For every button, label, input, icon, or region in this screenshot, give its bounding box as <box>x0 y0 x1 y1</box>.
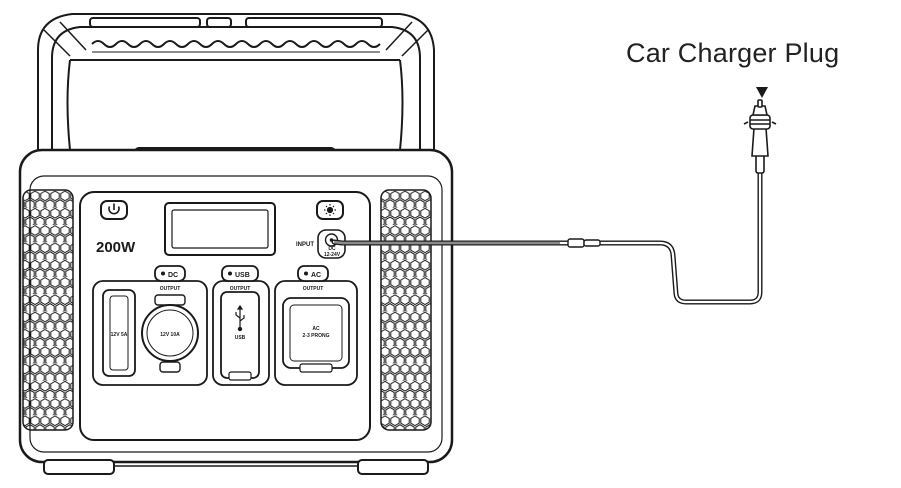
light-button-icon <box>324 204 336 216</box>
cigarette-socket-port[interactable]: 12V 10A <box>141 294 199 373</box>
power-rating-label: 200W <box>96 239 136 256</box>
carry-handle <box>37 13 435 171</box>
usb-symbol-icon <box>235 304 245 332</box>
dc-5a-port[interactable]: 12V 5A <box>102 289 136 377</box>
car-charger-plug-label: Car Charger Plug <box>626 38 840 68</box>
ac-outlet-label-1: AC <box>312 326 320 332</box>
dc-5a-port-label: 12V 5A <box>111 332 128 338</box>
car-charger-plug <box>743 99 777 174</box>
input-label: INPUT <box>296 242 314 248</box>
light-button[interactable] <box>316 200 344 220</box>
dc-output-caption: OUTPUT <box>160 286 181 292</box>
power-button-icon <box>108 203 120 215</box>
lcd-display <box>164 202 276 256</box>
right-vent-grille <box>380 189 432 431</box>
arrow-down-icon <box>756 87 768 98</box>
ac-output-caption: OUTPUT <box>303 286 324 292</box>
left-vent-grille <box>22 189 74 431</box>
ac-output-tag: AC <box>311 272 321 279</box>
usb-output-tag: USB <box>235 272 250 279</box>
usb-output-caption: OUTPUT <box>230 286 251 292</box>
car-charger-cable <box>331 167 763 305</box>
cigarette-socket-label: 12V 10A <box>160 332 180 338</box>
ac-outlet-label-2: 2-3 PRONG <box>303 333 330 339</box>
ac-outlet-port[interactable]: AC 2-3 PRONG <box>282 297 350 373</box>
usb-port-label: USB <box>235 335 246 341</box>
usb-port[interactable]: USB <box>220 291 260 381</box>
dc-output-tag: DC <box>168 272 178 279</box>
power-button[interactable] <box>100 200 128 220</box>
